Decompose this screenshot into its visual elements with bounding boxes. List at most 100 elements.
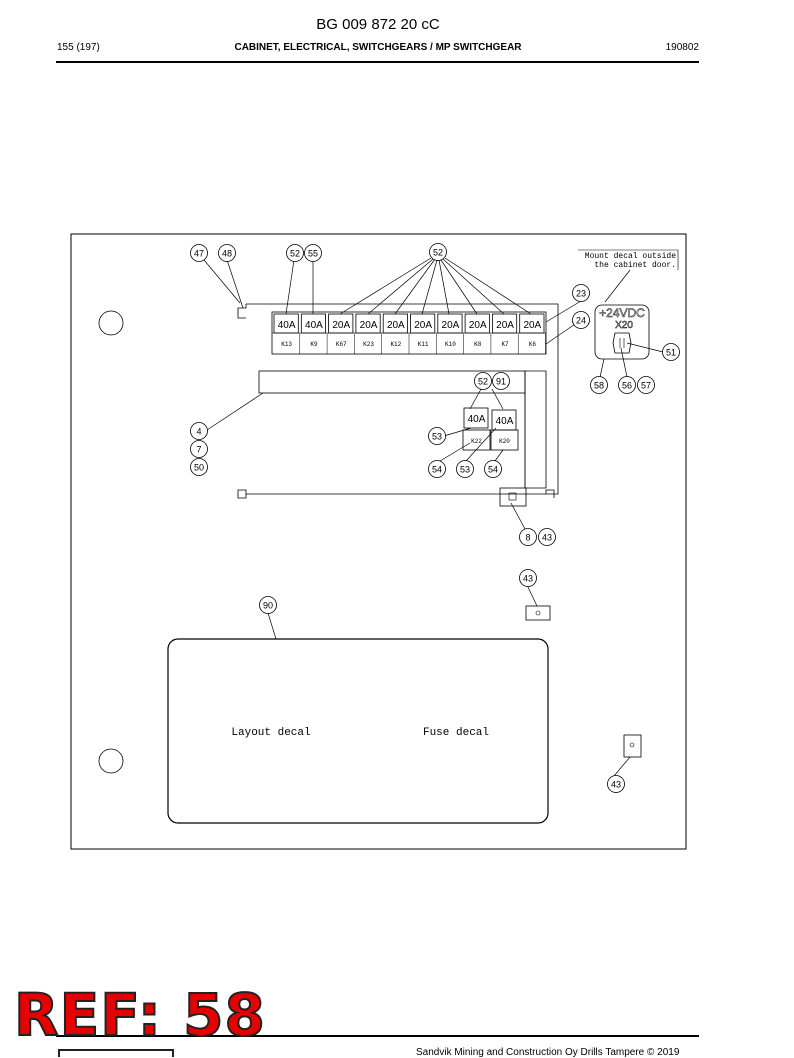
sandvik-logo [58,1049,174,1057]
callout-number: 54 [432,465,442,475]
connector-id: X20 [615,320,633,331]
fuse-id: K22 [471,438,482,445]
fuse-holder [491,313,518,334]
callout-number: 7 [196,445,201,455]
connector-socket-icon [612,332,632,354]
fuse-rating: 20A [523,320,541,331]
terminal-clip-middle [525,605,551,621]
callout-circle [218,244,236,262]
callout-number: 51 [666,348,676,358]
footer-rule [56,1035,699,1037]
callout-circle [428,460,446,478]
callout-number: 52 [478,377,488,387]
fuse-rating: 40A [305,320,323,331]
mounting-hole-bottom [98,748,124,774]
callout-number: 91 [496,377,506,387]
page-number: 155 (197) [57,42,100,53]
callout-circle [662,343,680,361]
document-number: BG 009 872 20 cC [316,16,440,33]
callout-circle [474,372,492,390]
mounting-hole-top [98,310,124,336]
callout-circle [572,311,590,329]
fuse-rating: 40A [468,414,486,425]
callout-circle [259,596,277,614]
fuse-rating: 20A [360,320,378,331]
callout-circle [304,244,322,262]
callout-number: 47 [194,249,204,259]
callout-circle [428,427,446,445]
callout-circle [456,460,474,478]
callout-number: 43 [611,780,621,790]
fuse-id: K8 [474,341,482,348]
callout-circle [607,775,625,793]
din-plate [237,303,559,499]
callout-circle [190,244,208,262]
fuse-holder [519,313,545,334]
fuse-id: K23 [363,341,374,348]
callout-number: 90 [263,601,273,611]
callout-number: 52 [433,248,443,258]
callout-number: 58 [594,381,604,391]
callout-number: 24 [576,316,586,326]
callout-number: 55 [308,249,318,259]
terminal-clip-upper [499,487,527,507]
fuse-rating: 20A [387,320,405,331]
callout-number: 48 [222,249,232,259]
fuse-id: K9 [310,341,318,348]
callout-number: 43 [523,574,533,584]
ref-label: REF: 58 [13,981,266,1049]
fuse-rating: 20A [414,320,432,331]
callout-number: 54 [488,465,498,475]
callout-circle [538,528,556,546]
fuse-id: K10 [445,341,456,348]
callout-number: 53 [460,465,470,475]
fuse-id: K67 [336,341,347,348]
terminal-clip-lower [623,734,642,758]
connector-x20 [594,304,650,360]
fuse-rating: 40A [496,416,514,427]
callout-circle [519,528,537,546]
fuse-rating: 40A [278,320,296,331]
callout-number: 50 [194,463,204,473]
callout-circle [484,460,502,478]
fuse-id: K7 [501,341,509,348]
connector-voltage: +24VDC [599,306,645,320]
fuse-id: K20 [499,438,510,445]
callout-circle [572,284,590,302]
layout-decal-label: Layout decal [231,727,310,739]
leader-lines [203,257,664,777]
mounting-plate [70,233,687,850]
fuse-holder [328,313,354,334]
note-line-2: the cabinet door. [594,261,676,270]
fuse-holder [300,313,326,334]
callout-number: 43 [542,533,552,543]
header-rule [56,61,699,63]
fuse-decal-label: Fuse decal [423,727,489,739]
callout-number: 23 [576,289,586,299]
callout-number: 53 [432,432,442,442]
note-line-1: Mount decal outside [585,252,676,261]
fuse-holder [464,313,490,334]
callout-number: 52 [290,249,300,259]
callout-circle [429,243,447,261]
callout-circle [190,458,208,476]
revision-date: 190802 [665,42,699,53]
callout-circle [190,440,208,458]
callout-circle [637,376,655,394]
fuse-rating: 20A [442,320,460,331]
callout-number: 56 [622,381,632,391]
callout-number: 57 [641,381,651,391]
callout-number: 4 [196,427,201,437]
fuse-holder [463,407,489,429]
fuse-rating: 20A [496,320,514,331]
top-fuse-row: 40AK1340AK920AK6720AK2320AK1220AK1120AK1… [273,313,546,354]
fuse-rating: 20A [332,320,350,331]
callout-circle [286,244,304,262]
callout-number: 8 [525,533,530,543]
fuse-id: K12 [390,341,401,348]
fuse-holder [437,313,463,334]
fuse-holder [410,313,436,334]
lower-fuse-row: 40A K22 40A K20 [462,407,519,451]
decal-panel [167,638,549,824]
